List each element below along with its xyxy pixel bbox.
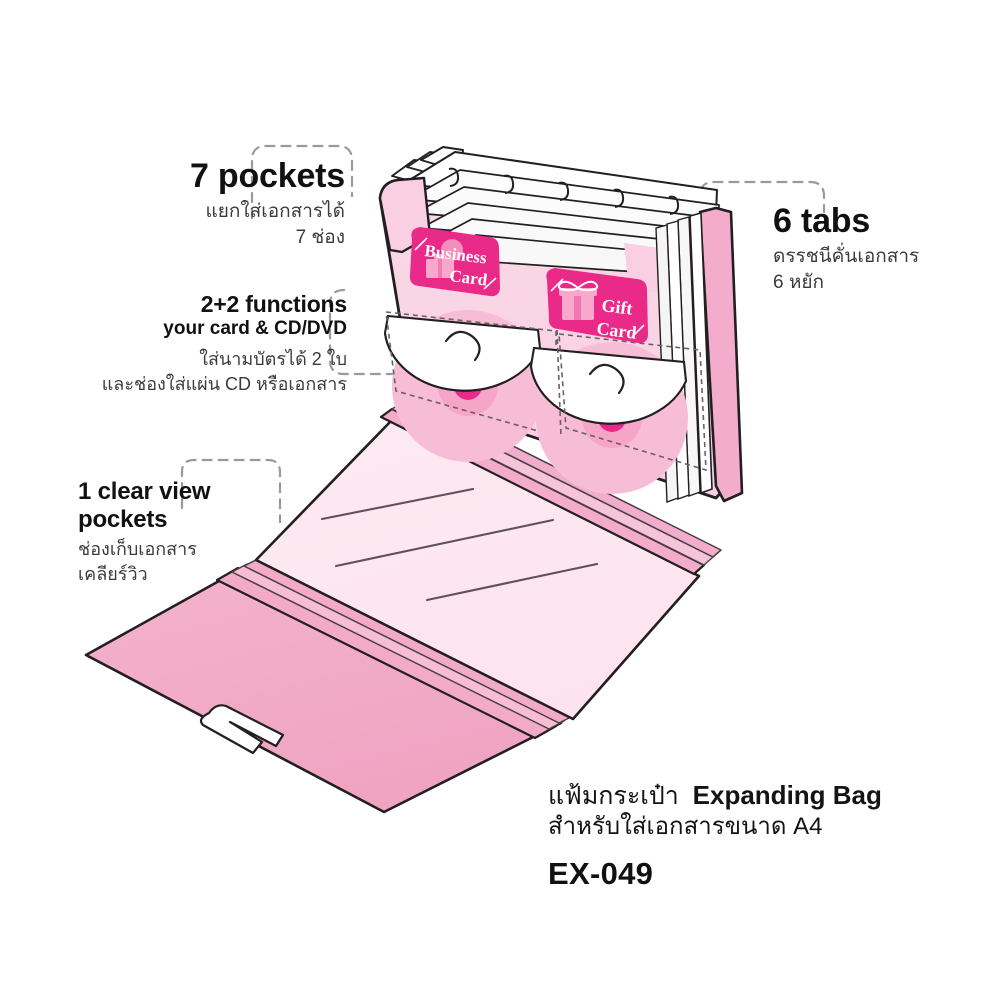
- callout-clearview-heading-line-2: pockets: [78, 505, 168, 533]
- svg-text:Card: Card: [596, 318, 638, 343]
- callout-functions-subheading: your card & CD/DVD: [163, 318, 347, 340]
- callout-tabs: 6 tabs ดรรชนีคั่นเอกสาร 6 หยัก: [773, 203, 993, 297]
- callout-clearview-heading: 1 clear view pockets: [78, 478, 338, 533]
- callout-clearview-thai: ช่องเก็บเอกสาร เคลียร์วิว: [78, 537, 338, 587]
- product-description-thai: สำหรับใส่เอกสารขนาด A4: [548, 812, 823, 840]
- cd-pocket-left: [383, 310, 557, 462]
- callout-functions-thai-line-1: ใส่นามบัตรได้ 2 ใบ: [199, 348, 347, 369]
- business-card-label: Business Card: [409, 227, 500, 297]
- callout-functions-thai: ใส่นามบัตรได้ 2 ใบ และช่องใส่แผ่น CD หรื…: [10, 347, 347, 398]
- callout-pockets-thai-line-2: 7 ช่อง: [295, 227, 345, 249]
- product-title-line: แฟ้มกระเป๋า Expanding Bag: [548, 780, 948, 812]
- handle-cutout-icon: [199, 704, 285, 755]
- callout-pockets-thai-line-1: แยกใส่เอกสารได้: [205, 200, 345, 222]
- callout-functions-heading: 2+2 functions: [200, 291, 347, 317]
- flap-hinge-creases: [215, 538, 572, 740]
- callout-functions-thai-line-2: และช่องใส่แผ่น CD หรือเอกสาร: [101, 374, 347, 395]
- callout-tabs-heading: 6 tabs: [773, 202, 871, 240]
- callout-tabs-thai-line-1: ดรรชนีคั่นเอกสาร: [773, 245, 920, 267]
- callout-clearview-thai-line-1: ช่องเก็บเอกสาร: [78, 539, 197, 560]
- tab-dividers: [378, 146, 728, 300]
- callout-tabs-thai-line-2: 6 หยัก: [773, 272, 825, 294]
- clear-view-lines: [320, 487, 599, 602]
- callout-clearview-heading-line-1: 1 clear view: [78, 478, 211, 505]
- product-name-thai: แฟ้มกระเป๋า: [548, 782, 679, 810]
- product-name-en: Expanding Bag: [692, 780, 882, 810]
- briefcase-icon: [426, 239, 463, 278]
- callout-functions: 2+2 functions your card & CD/DVD ใส่นามบ…: [10, 291, 348, 398]
- callout-clearview-thai-line-2: เคลียร์วิว: [78, 564, 148, 585]
- callout-clearview: 1 clear view pockets ช่องเก็บเอกสาร เคลี…: [78, 478, 338, 588]
- product-model-code: EX-049: [548, 855, 654, 891]
- svg-text:Card: Card: [449, 266, 489, 290]
- callout-pockets-thai: แยกใส่เอกสารได้ 7 ช่อง: [60, 199, 345, 252]
- svg-text:Gift: Gift: [601, 295, 634, 319]
- callout-tabs-thai: ดรรชนีคั่นเอกสาร 6 หยัก: [773, 244, 993, 297]
- callout-pockets-heading: 7 pockets: [189, 157, 345, 195]
- cd-pocket-right: [529, 329, 707, 494]
- gift-box-icon: [557, 280, 599, 320]
- callout-pockets: 7 pockets แยกใส่เอกสารได้ 7 ช่อง: [60, 158, 345, 252]
- gift-card-label: Gift Card: [546, 268, 648, 344]
- product-name-block: แฟ้มกระเป๋า Expanding Bag สำหรับใส่เอกสา…: [548, 780, 948, 892]
- clear-view-panel: [254, 419, 701, 721]
